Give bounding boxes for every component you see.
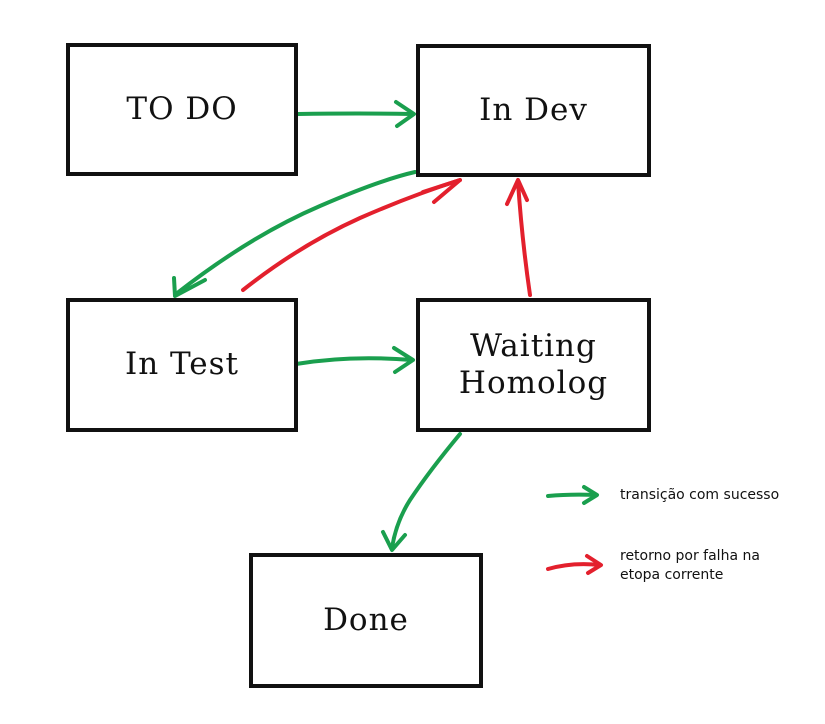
arrow-homolog-to-indev [505, 178, 532, 297]
node-in-test-label: In Test [124, 346, 240, 383]
node-done: Done [249, 553, 483, 688]
node-waiting-homolog: Waiting Homolog [416, 298, 651, 432]
legend-failure-label-line2: etopa corrente [620, 567, 724, 583]
node-done-label: Done [323, 601, 409, 638]
arrow-intest-to-homolog [294, 346, 415, 374]
node-in-dev-label: In Dev [479, 91, 588, 128]
arrow-homolog-to-done [381, 432, 462, 552]
arrow-todo-to-indev [296, 100, 416, 128]
node-todo-label: TO DO [126, 90, 238, 127]
node-waiting-homolog-label-line1: Waiting [470, 327, 597, 364]
node-in-dev: In Dev [416, 44, 651, 177]
arrow-indev-to-intest [172, 170, 417, 298]
node-waiting-homolog-label-line2: Homolog [458, 365, 609, 401]
legend-failure-label: retorno por falha na etopa corrente [620, 547, 760, 585]
legend-success-label: transição com sucesso [620, 487, 780, 503]
legend-failure-label-line1: retorno por falha na [620, 548, 760, 564]
arrow-intest-to-indev [241, 178, 462, 292]
node-todo: TO DO [66, 43, 298, 176]
node-in-test: In Test [66, 298, 298, 432]
legend-failure-arrow [546, 554, 603, 575]
legend-success-arrow [546, 485, 599, 505]
